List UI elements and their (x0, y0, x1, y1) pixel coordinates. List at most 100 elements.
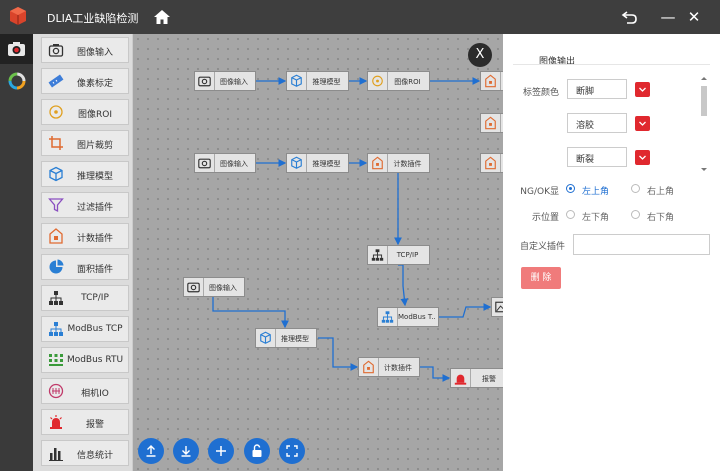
home-icon[interactable] (153, 8, 171, 26)
palette-item-image-roi[interactable]: 图像ROI (41, 99, 129, 125)
palette-item-alarm[interactable]: 报警 (41, 409, 129, 435)
radio-label: 左上角 (582, 187, 610, 197)
cube-icon (260, 329, 276, 347)
flow-node[interactable]: 计数插件 (358, 357, 420, 377)
flow-node[interactable]: TCP/IP (367, 245, 430, 265)
modbus-tcp-icon (49, 322, 63, 336)
camera-icon (187, 278, 204, 296)
divider (513, 64, 710, 65)
flow-node-partial[interactable] (480, 113, 503, 133)
app-title: DLIA工业缺陷检测 (47, 12, 139, 25)
add-button[interactable] (208, 438, 234, 464)
palette-item-filter-plugin[interactable]: 过滤插件 (41, 192, 129, 218)
chevron-down-icon (639, 155, 646, 160)
tag-name-field[interactable]: 断脚 (567, 79, 627, 99)
flow-node[interactable]: 计数插件 (367, 153, 430, 173)
flow-node-label: 图像输入 (220, 78, 248, 86)
properties-panel: 图像输出 标签颜色 断脚 溶胶 断裂 NG/OK显 示位置 左上角 右上角 左下… (503, 34, 720, 471)
camera-icon (8, 42, 25, 56)
palette-item-label: 像素标定 (76, 79, 113, 89)
flow-node-label: 图像ROI (394, 78, 421, 86)
palette-item-modbus-tcp[interactable]: ModBus TCP (41, 316, 129, 342)
upload-button[interactable] (138, 438, 164, 464)
flow-node-label: 报警 (482, 375, 496, 383)
palette-item-label: 图像ROI (78, 110, 112, 120)
color-wheel-icon (8, 72, 26, 90)
flow-node[interactable]: 推理模型 (286, 71, 349, 91)
unlock-button[interactable] (244, 438, 270, 464)
radio-bottom-right[interactable] (631, 210, 640, 219)
palette-item-counter-plugin[interactable]: 计数插件 (41, 223, 129, 249)
flow-node[interactable]: 推理模型 (286, 153, 349, 173)
palette-item-label: TCP/IP (81, 293, 109, 303)
cube-icon (291, 72, 307, 90)
radio-label: 右上角 (647, 187, 675, 197)
roi-icon (49, 105, 63, 119)
palette-item-area-plugin[interactable]: 面积插件 (41, 254, 129, 280)
network-icon (49, 291, 63, 305)
palette-item-label: 图像输入 (76, 48, 113, 58)
fullscreen-button[interactable] (279, 438, 305, 464)
palette-item-label: 过滤插件 (76, 203, 113, 213)
radio-bottom-left[interactable] (566, 210, 575, 219)
delete-button[interactable]: 删 除 (521, 267, 561, 289)
connection-wires (212, 77, 492, 382)
network-icon (371, 246, 388, 264)
flow-node[interactable]: 图像输入 (194, 71, 256, 91)
pie-icon (49, 259, 64, 274)
tag-color-swatch[interactable] (635, 116, 650, 131)
plugin-palette: 图像输入 像素标定 图像ROI 图片裁剪 推理模型 过滤插件 计数插件 面积插件… (33, 34, 133, 471)
flow-node[interactable]: 图像输入 (194, 153, 256, 173)
flow-node[interactable]: ModBus T... (377, 307, 439, 327)
tag-color-swatch[interactable] (635, 82, 650, 97)
palette-item-label: 报警 (85, 420, 104, 430)
flow-node[interactable]: 报警 (450, 368, 503, 388)
tag-name-field[interactable]: 溶胶 (567, 113, 627, 133)
alarm-icon (50, 415, 62, 429)
camera-mode-tab[interactable] (0, 34, 33, 64)
palette-item-camera-io[interactable]: 相机IO (41, 378, 129, 404)
undo-arrow-icon[interactable] (620, 7, 640, 27)
palette-item-image-input[interactable]: 图像输入 (41, 37, 129, 63)
flow-node[interactable]: 图像输入 (183, 277, 245, 297)
counter-icon (485, 72, 501, 90)
flow-node-partial[interactable] (491, 297, 503, 317)
cube-icon (49, 166, 63, 182)
flow-node-partial[interactable] (480, 153, 503, 173)
tag-name-field[interactable]: 断裂 (567, 147, 627, 167)
camera-icon (198, 154, 215, 172)
palette-item-pixel-calibration[interactable]: 像素标定 (41, 68, 129, 94)
radio-top-left[interactable] (566, 184, 575, 193)
counter-icon (485, 154, 501, 172)
filter-icon (48, 198, 64, 213)
flow-node[interactable]: 图像ROI (367, 71, 430, 91)
palette-item-modbus-rtu[interactable]: ModBus RTU (41, 347, 129, 373)
ruler-icon (48, 74, 64, 88)
counter-icon (363, 358, 379, 376)
palette-item-statistics[interactable]: 信息统计 (41, 440, 129, 466)
palette-item-tcp-ip[interactable]: TCP/IP (41, 285, 129, 311)
tag-list-scrollbar[interactable] (699, 76, 709, 172)
palette-item-label: 信息统计 (76, 451, 113, 461)
camera-icon (198, 72, 215, 90)
alarm-icon (454, 369, 471, 387)
minimize-button[interactable]: — (660, 8, 676, 26)
tag-color-swatch[interactable] (635, 150, 650, 165)
flow-node[interactable]: 推理模型 (255, 328, 317, 348)
palette-item-label: 计数插件 (76, 234, 113, 244)
settings-mode-tab[interactable] (0, 66, 33, 96)
palette-item-image-crop[interactable]: 图片裁剪 (41, 130, 129, 156)
palette-item-inference-model[interactable]: 推理模型 (41, 161, 129, 187)
close-window-button[interactable]: ✕ (687, 8, 701, 26)
flow-node-label: 推理模型 (281, 335, 309, 343)
crop-icon (49, 136, 63, 150)
custom-plugin-input[interactable] (573, 234, 710, 255)
title-bar: DLIA工业缺陷检测 — ✕ (0, 0, 720, 34)
flow-node-partial[interactable] (480, 71, 503, 91)
counter-icon (49, 228, 63, 244)
ngok-label: NG/OK显 (520, 187, 559, 197)
close-panel-button[interactable]: X (468, 43, 492, 67)
download-button[interactable] (173, 438, 199, 464)
workflow-canvas[interactable]: 图像输入 推理模型 图像ROI 图像输入 推理模型 计数插件 TCP/IP 图像… (133, 34, 503, 471)
radio-top-right[interactable] (631, 184, 640, 193)
